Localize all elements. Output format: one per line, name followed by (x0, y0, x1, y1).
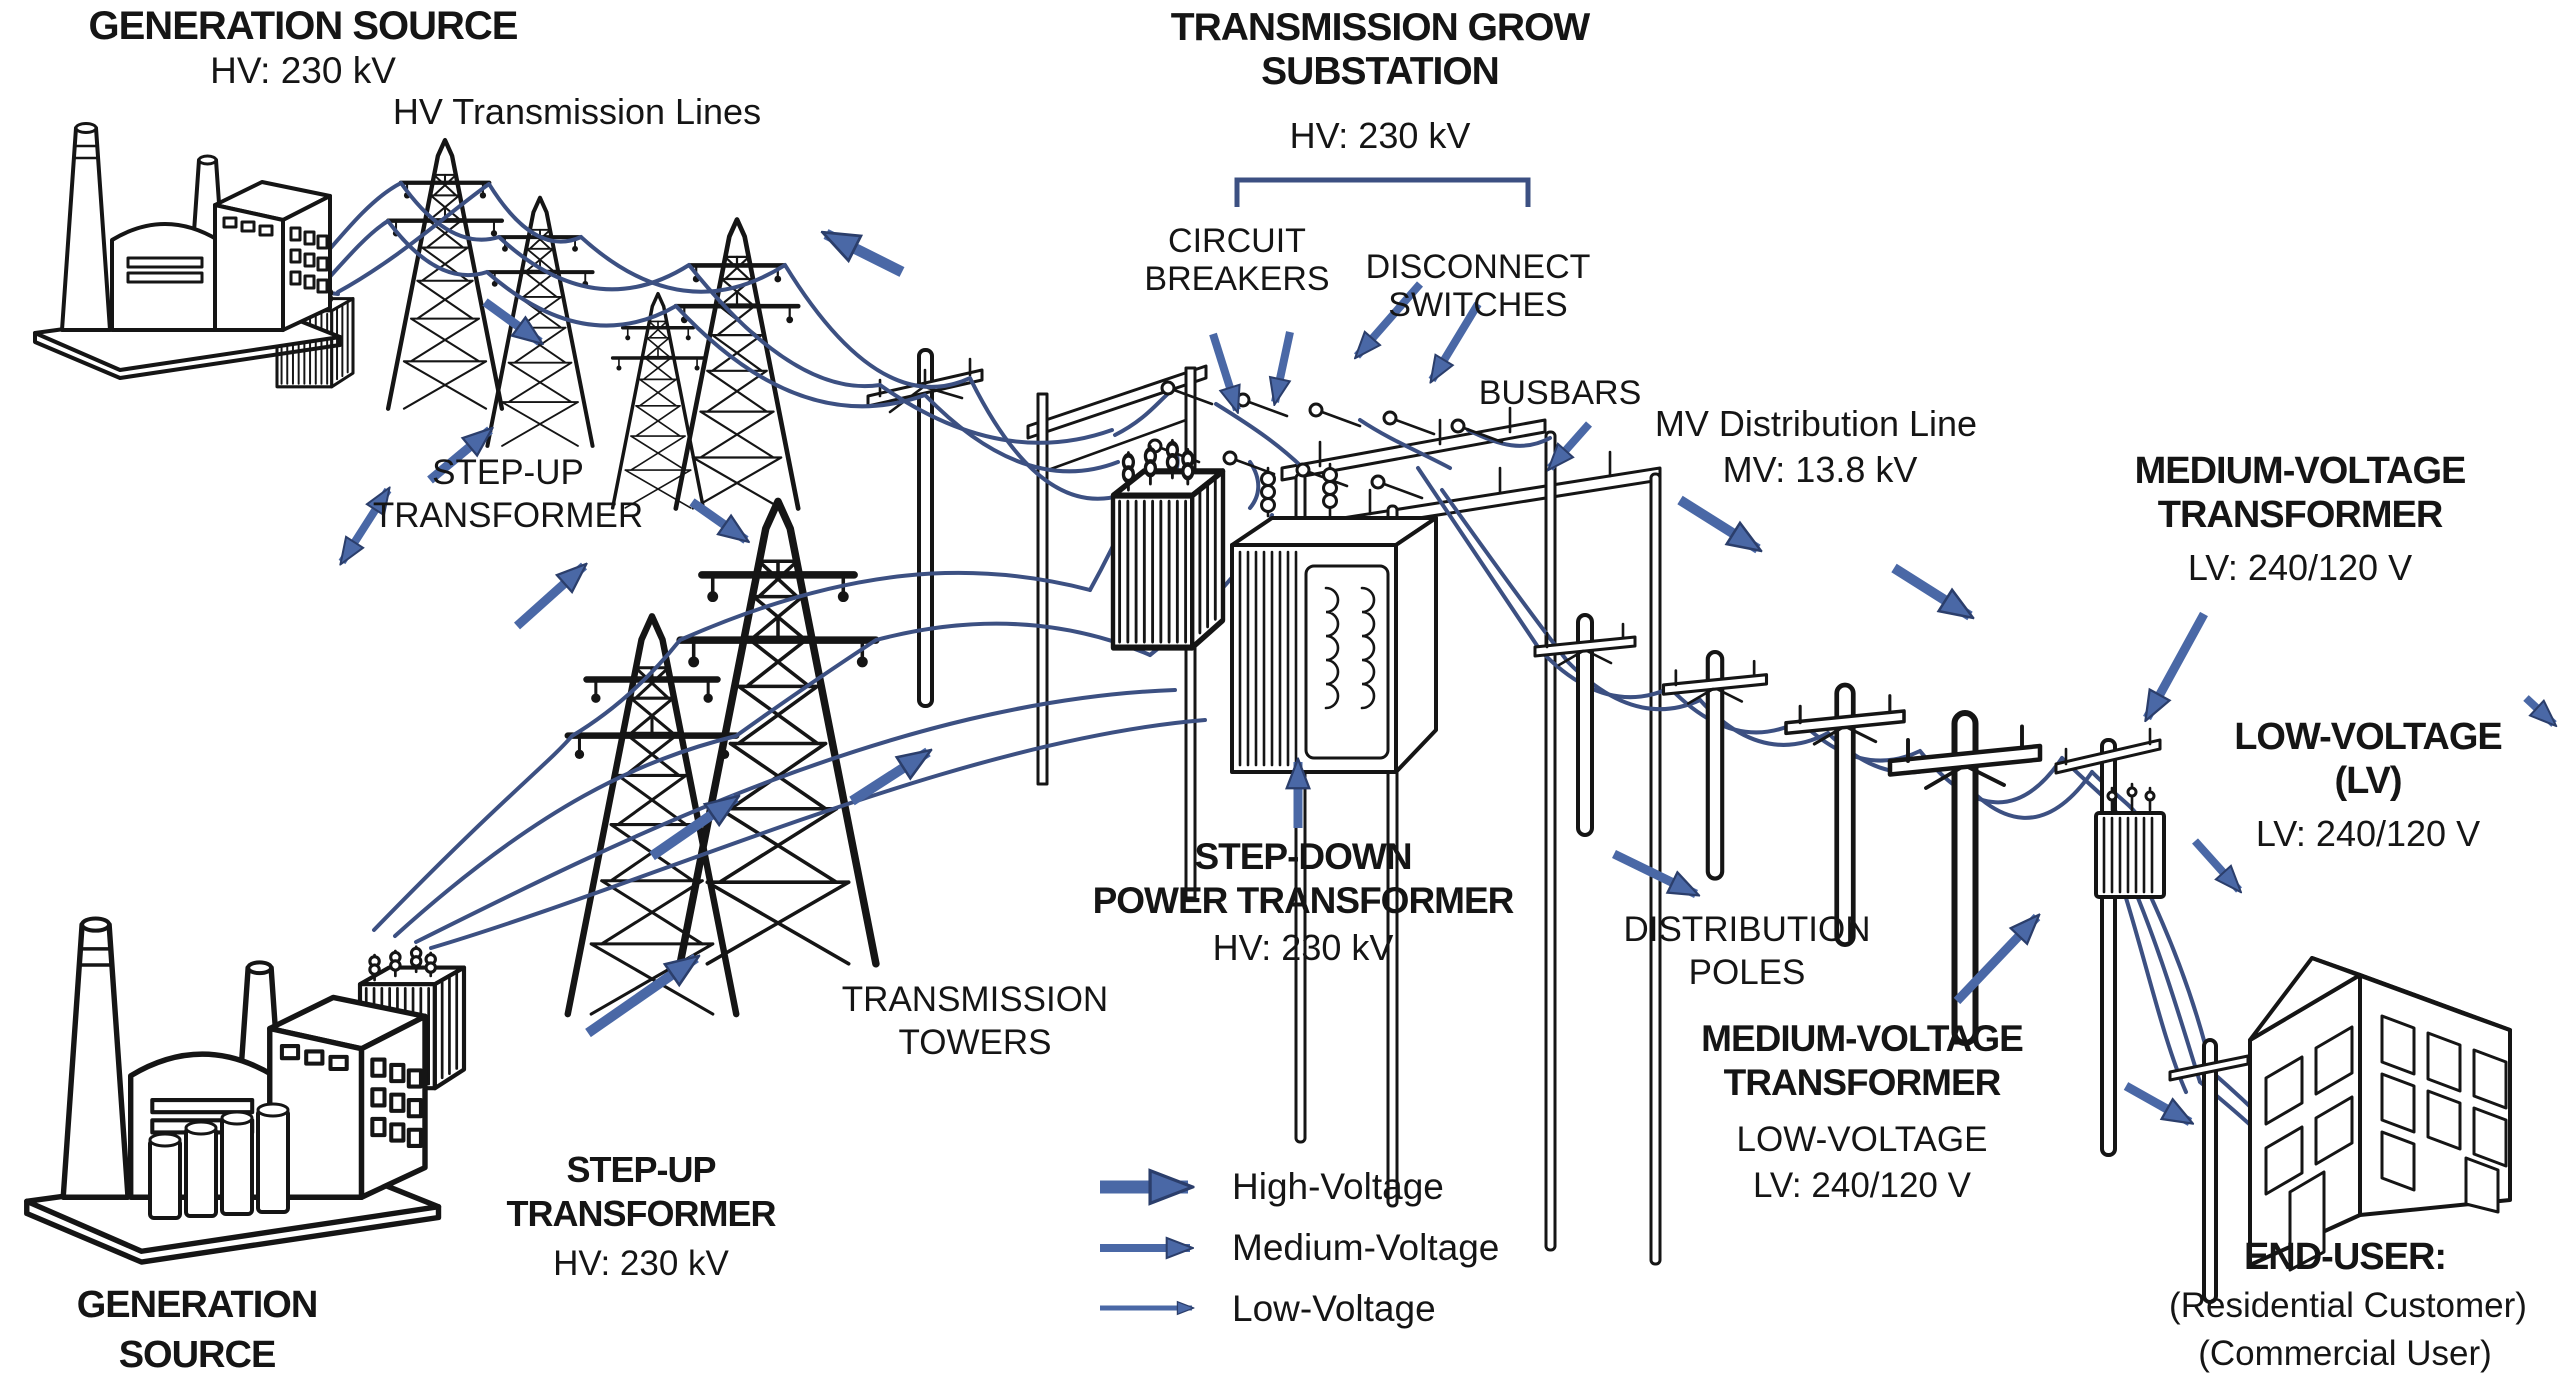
transmission-tower-icon (388, 140, 876, 1014)
substation-voltage: HV: 230 kV (1289, 115, 1471, 156)
step-up-bottom-label-1: STEP-UP (566, 1149, 716, 1190)
generation-source-top-voltage: HV: 230 kV (210, 50, 396, 91)
transmission-towers-label-1: TRANSMISSION (841, 980, 1109, 1019)
low-voltage-voltage: LV: 240/120 V (2255, 813, 2481, 854)
circuit-breakers-label-2: BREAKERS (1144, 260, 1330, 298)
legend-high-voltage-label: High-Voltage (1232, 1166, 1444, 1207)
substation-transformer-icon (1113, 441, 1223, 648)
step-down-transformer-icon (1230, 462, 1438, 774)
mv-distribution-line-label: MV Distribution Line (1654, 403, 1978, 444)
legend-medium-voltage-label: Medium-Voltage (1232, 1227, 1500, 1268)
legend-arrow-icons (1100, 1187, 1192, 1308)
low-voltage-label-2: (LV) (2334, 760, 2402, 802)
step-down-label-2: POWER TRANSFORMER (1092, 880, 1515, 921)
step-up-bottom-voltage: HV: 230 kV (553, 1244, 729, 1283)
legend-low-voltage-label: Low-Voltage (1232, 1288, 1436, 1329)
disconnect-switches-label-1: DISCONNECT (1365, 248, 1591, 286)
generation-source-bottom-label-2: SOURCE (118, 1334, 277, 1376)
transmission-towers-label-2: TOWERS (898, 1023, 1052, 1062)
hv-transmission-lines-label: HV Transmission Lines (392, 91, 762, 132)
mv-transformer-right-label-2: TRANSFORMER (2157, 494, 2444, 536)
step-up-transformer-top-label-1: STEP-UP (432, 453, 584, 492)
generation-source-bottom-label-1: GENERATION (76, 1284, 319, 1326)
substation-title-1: TRANSMISSION GROW (1170, 6, 1590, 49)
step-up-transformer-top-label-2: TRANSFORMER (372, 496, 644, 535)
mv-transformer-mid-label-3: LOW-VOLTAGE (1736, 1120, 1988, 1159)
mv-transformer-mid-voltage: LV: 240/120 V (1753, 1166, 1971, 1205)
mv-distribution-wires (1416, 466, 2140, 820)
distribution-poles-label-1: DISTRIBUTION (1623, 910, 1871, 949)
step-up-bottom-label-2: TRANSFORMER (506, 1193, 777, 1234)
end-user-label-3: (Commercial User) (2198, 1334, 2492, 1373)
step-down-voltage: HV: 230 kV (1212, 927, 1394, 968)
substation-title-2: SUBSTATION (1261, 50, 1500, 93)
mv-transformer-right-label-1: MEDIUM-VOLTAGE (2134, 450, 2467, 492)
end-user-title: END-USER: (2243, 1236, 2447, 1278)
pole-transformer-icon (2054, 727, 2166, 1157)
power-plant-icon (33, 122, 342, 380)
storage-tanks-icon (148, 1102, 290, 1220)
circuit-breaker-icons (1147, 380, 1504, 500)
step-down-label-1: STEP-DOWN (1194, 836, 1412, 877)
end-user-label-2: (Residential Customer) (2169, 1286, 2527, 1325)
circuit-breakers-label-1: CIRCUIT (1168, 222, 1306, 260)
low-voltage-label-1: LOW-VOLTAGE (2234, 716, 2503, 758)
distribution-poles-label-2: POLES (1688, 953, 1806, 992)
mv-transformer-mid-label-2: TRANSFORMER (1723, 1062, 2002, 1103)
end-user-building-icon (2248, 956, 2512, 1272)
mv-transformer-mid-label-1: MEDIUM-VOLTAGE (1701, 1018, 2024, 1059)
mv-transformer-right-voltage: LV: 240/120 V (2187, 547, 2413, 588)
busbars-label: BUSBARS (1478, 374, 1642, 412)
substation-bracket (1234, 177, 1531, 207)
mv-distribution-line-voltage: MV: 13.8 kV (1722, 449, 1918, 490)
generation-source-top-title: GENERATION SOURCE (88, 4, 519, 48)
disconnect-switches-label-2: SWITCHES (1388, 286, 1568, 324)
flow-arrows (338, 229, 2554, 1126)
